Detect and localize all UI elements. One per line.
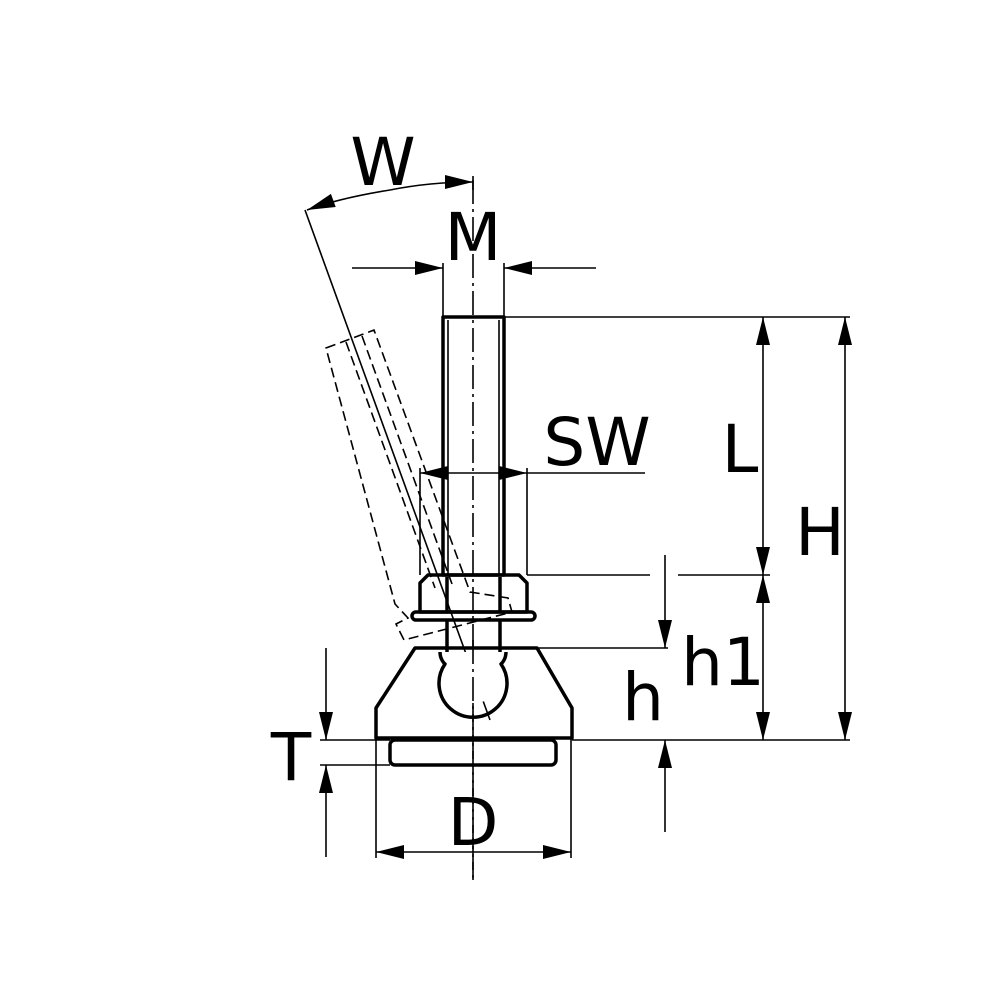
base-housing <box>374 640 574 880</box>
label-L: L <box>722 411 759 488</box>
label-h: h <box>622 659 664 736</box>
label-h1: h1 <box>681 624 765 701</box>
hex-nut <box>410 573 537 622</box>
label-H: H <box>795 494 845 571</box>
dimension-W <box>306 175 474 211</box>
label-T: T <box>270 719 312 796</box>
label-D: D <box>448 784 499 861</box>
rubber-pad <box>388 738 558 767</box>
extension-lines <box>320 176 850 858</box>
label-W: W <box>350 124 415 201</box>
label-M: M <box>445 199 502 276</box>
tilted-stud-ghost <box>304 209 513 721</box>
label-SW: SW <box>543 404 650 481</box>
